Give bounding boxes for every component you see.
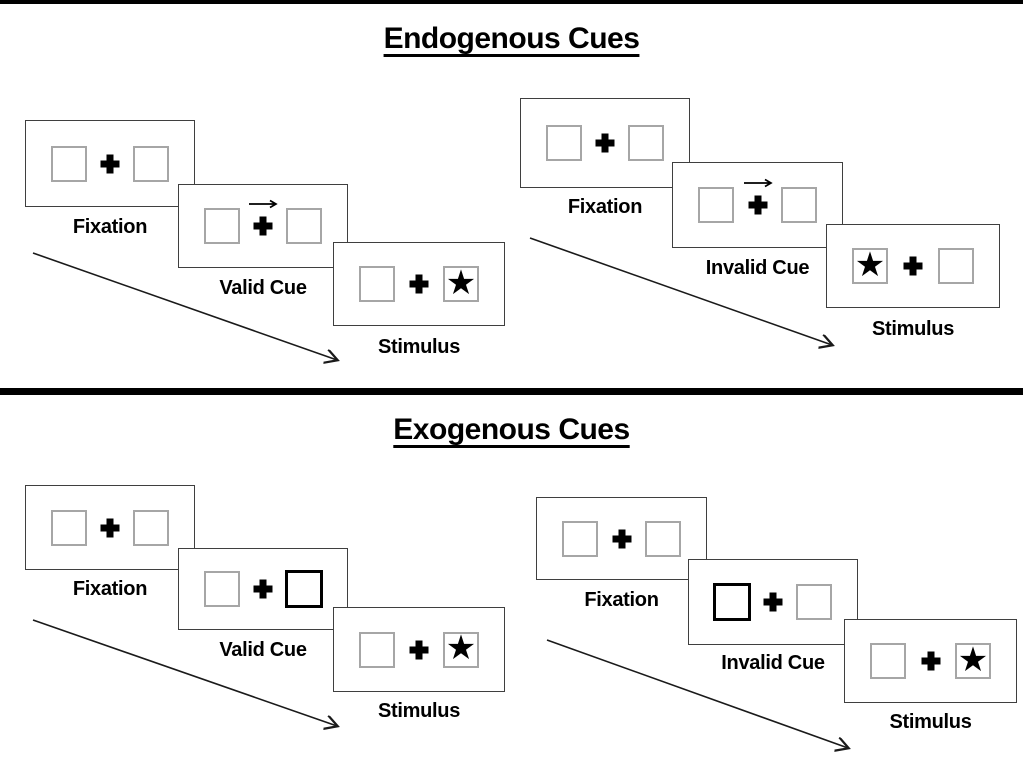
screen-endo-valid-cue bbox=[178, 184, 348, 268]
panel-label: Fixation bbox=[72, 578, 148, 600]
screen-exo-invalid-fixation bbox=[536, 497, 707, 580]
screen-exo-invalid-stimulus: ★ bbox=[844, 619, 1017, 703]
cue-arrow-right-icon bbox=[249, 199, 278, 209]
screen-endo-invalid-fixation bbox=[520, 98, 690, 188]
fixation-cross-icon bbox=[253, 579, 273, 599]
left-target-box bbox=[870, 643, 906, 679]
left-target-box bbox=[359, 631, 395, 668]
fixation-cross-icon bbox=[253, 216, 273, 236]
fixation-cross-icon bbox=[409, 640, 429, 659]
left-target-box bbox=[51, 509, 87, 546]
fixation-cross-icon bbox=[409, 274, 429, 294]
right-target-box: ★ bbox=[443, 266, 479, 302]
screen-endo-valid-fixation bbox=[25, 120, 195, 207]
screen-exo-valid-fixation bbox=[25, 485, 195, 570]
right-target-box bbox=[286, 208, 322, 244]
left-target-box bbox=[546, 125, 582, 161]
target-star-icon: ★ bbox=[445, 263, 477, 302]
right-target-box bbox=[133, 509, 169, 546]
top-border-line bbox=[0, 0, 1023, 4]
fixation-cross-icon bbox=[763, 592, 783, 612]
left-target-box bbox=[359, 266, 395, 302]
fixation-cross-icon bbox=[748, 195, 767, 215]
right-target-box: ★ bbox=[443, 629, 479, 668]
screen-endo-invalid-stimulus: ★ bbox=[826, 224, 1000, 308]
panel-label: Invalid Cue bbox=[705, 257, 810, 279]
left-target-box: ★ bbox=[852, 248, 888, 284]
fixation-cross-icon bbox=[903, 256, 923, 276]
panel-label: Fixation bbox=[584, 589, 659, 611]
target-star-icon: ★ bbox=[957, 640, 989, 679]
panel-label: Stimulus bbox=[377, 336, 461, 358]
left-target-box bbox=[698, 187, 734, 223]
fixation-cross-icon bbox=[612, 529, 631, 548]
right-target-box bbox=[796, 584, 832, 620]
target-star-icon: ★ bbox=[854, 245, 886, 284]
panel-label: Stimulus bbox=[871, 318, 955, 340]
highlighted-target-box bbox=[713, 583, 751, 621]
left-target-box bbox=[562, 520, 598, 557]
screen-endo-invalid-cue bbox=[672, 162, 843, 248]
sequence-arrow-icon bbox=[529, 237, 839, 355]
fixation-cross-icon bbox=[921, 651, 940, 671]
screen-endo-valid-stimulus: ★ bbox=[333, 242, 505, 326]
right-target-box bbox=[645, 520, 681, 557]
highlighted-target-box bbox=[285, 570, 323, 608]
panel-label: Valid Cue bbox=[219, 639, 307, 661]
section-title-exogenous: Exogenous Cues bbox=[393, 413, 630, 446]
panel-label: Invalid Cue bbox=[721, 652, 825, 674]
target-star-icon: ★ bbox=[445, 629, 477, 667]
panel-label: Fixation bbox=[567, 196, 643, 218]
sequence-arrow-icon bbox=[32, 619, 345, 737]
right-target-box bbox=[133, 145, 169, 182]
screen-exo-valid-stimulus: ★ bbox=[333, 607, 505, 692]
fixation-cross-icon bbox=[100, 154, 120, 173]
left-target-box bbox=[204, 571, 240, 607]
right-target-box bbox=[781, 187, 817, 223]
panel-label: Stimulus bbox=[889, 711, 972, 733]
section-title-endogenous: Endogenous Cues bbox=[383, 22, 640, 55]
cue-arrow-right-icon bbox=[743, 178, 773, 188]
panel-label: Valid Cue bbox=[219, 277, 307, 299]
sequence-arrow-icon bbox=[32, 252, 345, 370]
section-divider bbox=[0, 388, 1023, 395]
right-target-box bbox=[628, 125, 664, 161]
fixation-cross-icon bbox=[595, 133, 615, 153]
right-target-box bbox=[938, 248, 974, 284]
screen-exo-invalid-cue bbox=[688, 559, 858, 645]
left-target-box bbox=[51, 145, 87, 182]
sequence-arrow-icon bbox=[546, 639, 855, 757]
screen-exo-valid-cue bbox=[178, 548, 348, 630]
left-target-box bbox=[204, 208, 240, 244]
fixation-cross-icon bbox=[100, 518, 120, 537]
panel-label: Stimulus bbox=[377, 700, 461, 722]
panel-label: Fixation bbox=[72, 216, 148, 238]
right-target-box: ★ bbox=[955, 643, 991, 679]
